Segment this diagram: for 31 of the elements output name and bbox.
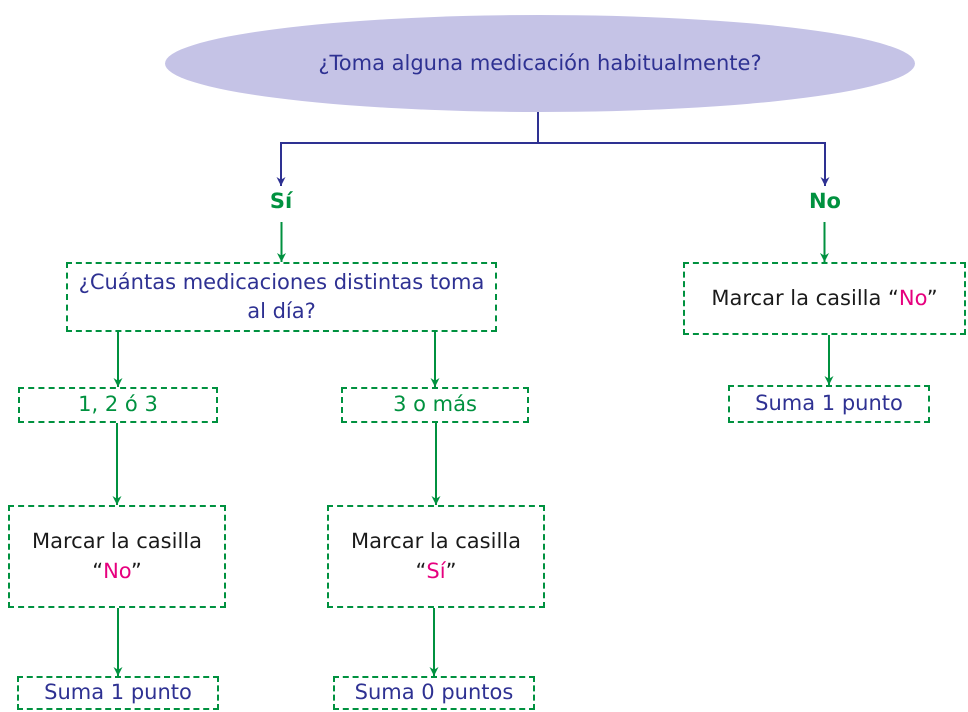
- node-text: Suma 0 puntos: [354, 679, 514, 706]
- node-text: ¿Cuántas medicaciones distintas toma al día?: [78, 268, 486, 325]
- arrow: [430, 332, 440, 387]
- arrow: [114, 608, 122, 676]
- node-text: Suma 1 punto: [755, 390, 903, 418]
- arrow: [112, 423, 122, 505]
- node-text: Marcar la casilla “No”: [711, 284, 938, 312]
- arrow: [277, 222, 286, 262]
- action-box: [8, 505, 226, 608]
- arrow: [824, 335, 834, 385]
- question-box: [66, 262, 497, 332]
- branch-label: No: [808, 188, 841, 216]
- branch-label: Sí: [270, 188, 292, 216]
- node-text: 1, 2 ó 3: [78, 391, 158, 418]
- arrow: [820, 222, 829, 262]
- node-text: ¿Toma alguna medicación habitualmente?: [318, 50, 762, 77]
- arrow: [432, 423, 440, 505]
- arrow: [430, 608, 438, 676]
- arrow: [114, 332, 122, 387]
- answer-box: [341, 387, 529, 423]
- action-box: [327, 505, 545, 608]
- node-text: Marcar la casilla “No”: [31, 528, 203, 584]
- arrow: [537, 112, 830, 186]
- node-text: 3 o más: [393, 391, 477, 418]
- node-text: Marcar la casilla “Sí”: [350, 528, 522, 584]
- result-box: [17, 676, 219, 710]
- result-box: [333, 676, 535, 710]
- node-text: Suma 1 punto: [44, 679, 192, 706]
- answer-box: [18, 387, 218, 423]
- result-box: [728, 385, 930, 423]
- action-box: [683, 262, 966, 335]
